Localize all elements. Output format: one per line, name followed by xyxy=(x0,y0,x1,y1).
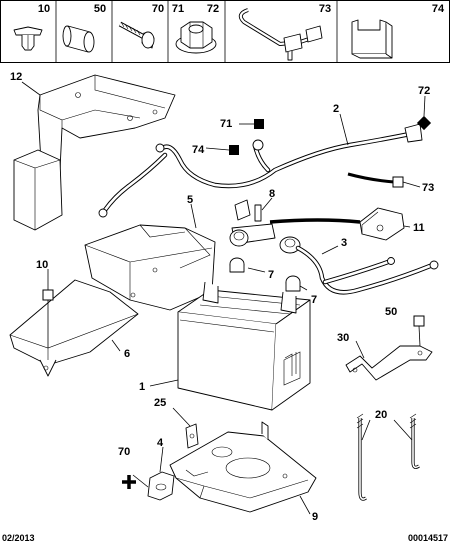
cable-part-3 xyxy=(279,236,439,295)
callout-20: 20 xyxy=(375,409,387,421)
flange-nut-icon xyxy=(175,21,217,54)
callout-3: 3 xyxy=(341,237,347,249)
header-ref-74: 74 xyxy=(432,3,445,15)
clip-icon xyxy=(351,19,393,59)
callout-6: 6 xyxy=(124,348,130,360)
callout-5: 5 xyxy=(187,194,193,206)
header-ref-50: 50 xyxy=(94,3,106,15)
footer-reference: 00014517 xyxy=(408,533,448,543)
rubber-cap-icon xyxy=(62,25,95,53)
cross-marker-70 xyxy=(122,475,136,489)
bracket-part-12 xyxy=(13,74,176,231)
header-cell-70[interactable]: 70 xyxy=(118,3,164,49)
bracket-part-25 xyxy=(185,423,199,449)
callout-72: 72 xyxy=(418,85,430,97)
clip-part-4 xyxy=(147,471,175,501)
callout-70: 70 xyxy=(118,446,130,458)
filled-diamond-marker-72 xyxy=(416,115,432,131)
callout-7a: 7 xyxy=(268,269,274,281)
open-square-marker-10 xyxy=(42,289,54,301)
callout-73: 73 xyxy=(422,182,434,194)
header-cell-73[interactable]: 73 xyxy=(238,3,331,61)
push-rivet-icon xyxy=(13,26,43,51)
callout-10: 10 xyxy=(36,259,48,271)
terminal-post-part-7b xyxy=(285,275,301,292)
callout-8: 8 xyxy=(269,188,275,200)
filled-square-marker-71 xyxy=(254,119,264,129)
header-cell-71-72[interactable]: 71 72 xyxy=(172,3,219,54)
callout-9: 9 xyxy=(312,511,318,523)
callout-12: 12 xyxy=(10,71,22,83)
terminal-clamp-part-8 xyxy=(229,199,276,247)
callout-11: 11 xyxy=(413,222,425,234)
callout-7b: 7 xyxy=(311,294,317,306)
footer-date: 02/2013 xyxy=(2,533,35,543)
header-cell-74[interactable]: 74 xyxy=(351,3,445,59)
marker-symbols xyxy=(42,115,432,489)
callout-74: 74 xyxy=(192,144,205,156)
callout-25: 25 xyxy=(154,397,166,409)
header-cell-10[interactable]: 10 xyxy=(13,3,50,51)
bracket-part-6 xyxy=(9,279,139,377)
callout-numbers: 12 2 72 71 74 73 5 8 11 3 10 7 7 50 30 6… xyxy=(10,71,434,523)
leader-lines xyxy=(21,81,426,515)
cable-part-2 xyxy=(98,123,423,218)
callout-2: 2 xyxy=(333,103,339,115)
cable-clip-icon xyxy=(238,8,323,61)
footer: 02/2013 00014517 xyxy=(2,533,448,543)
open-square-marker-50 xyxy=(413,315,425,327)
header-ref-70: 70 xyxy=(152,3,164,15)
battery-part-1 xyxy=(177,281,311,411)
filled-square-marker-74 xyxy=(229,145,239,155)
callout-30: 30 xyxy=(337,332,349,344)
callout-71: 71 xyxy=(220,118,232,130)
header-ref-72: 72 xyxy=(207,3,219,15)
callout-50: 50 xyxy=(385,306,397,318)
callout-1: 1 xyxy=(139,381,145,393)
open-square-marker-73 xyxy=(392,176,404,188)
base-tray-part-9 xyxy=(169,421,317,513)
header-ref-73: 73 xyxy=(319,3,331,15)
header-parts-strip: 10 50 70 xyxy=(0,0,450,63)
header-ref-10: 10 xyxy=(38,3,50,15)
terminal-post-part-7a xyxy=(229,257,245,273)
header-cell-50[interactable]: 50 xyxy=(62,3,106,53)
hold-down-part-30 xyxy=(345,345,433,381)
bolt-icon xyxy=(118,21,155,49)
callout-4: 4 xyxy=(157,437,164,449)
j-bolt-part-20 xyxy=(356,413,420,501)
terminal-cover-part-11 xyxy=(269,207,405,241)
header-ref-71: 71 xyxy=(172,3,184,15)
